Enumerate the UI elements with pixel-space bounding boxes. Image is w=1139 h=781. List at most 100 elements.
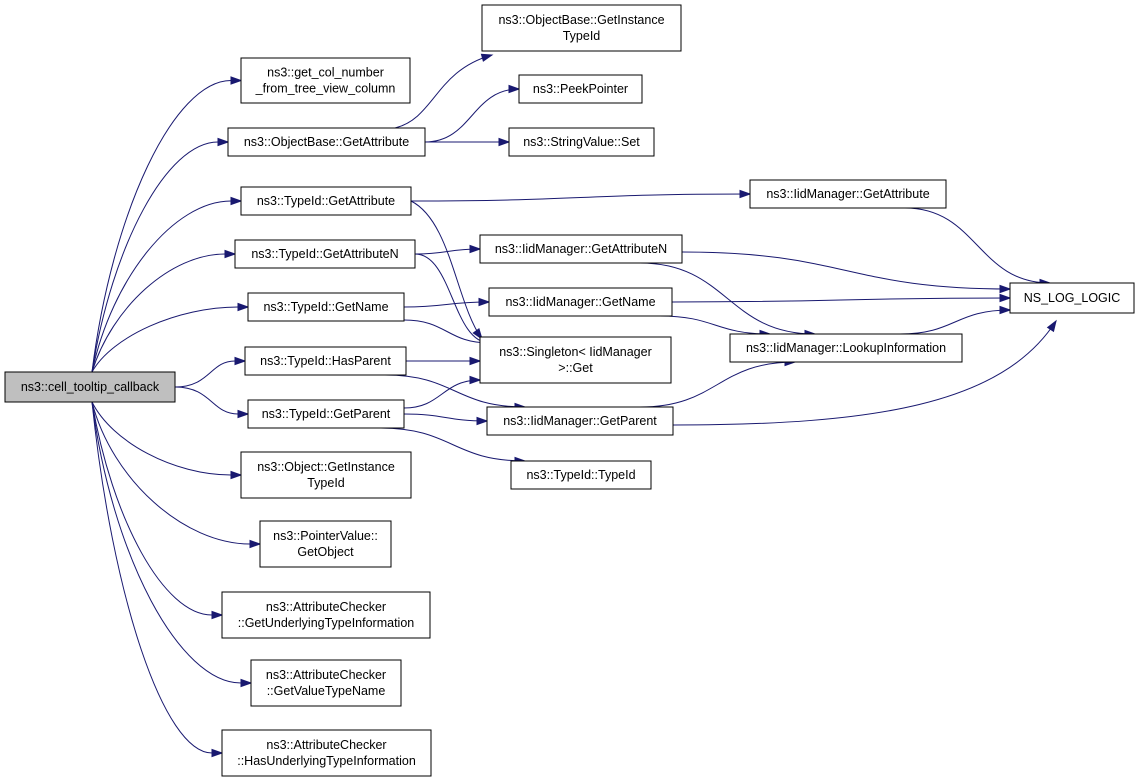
node-box: [247, 292, 405, 322]
arrow-head: [230, 76, 243, 85]
node-box: [227, 127, 426, 157]
node-box: [479, 336, 672, 384]
edge-cell_tooltip_callback-to-typeid_getattributen: [91, 249, 237, 373]
edge-line: [91, 401, 232, 476]
edge-line: [424, 88, 520, 143]
arrow-head: [469, 244, 482, 254]
edge-line: [384, 374, 526, 408]
node-label: ns3::IidManager::GetAttributeN: [495, 242, 667, 256]
arrow-head: [999, 293, 1012, 303]
node-checker-getunderlying[interactable]: ns3::AttributeChecker::GetUnderlyingType…: [221, 591, 431, 639]
node-box: [240, 186, 412, 216]
edge-line: [403, 301, 490, 308]
arrow-head: [249, 539, 262, 549]
arrow-head: [472, 328, 483, 341]
edge-line: [403, 379, 481, 409]
node-cell-tooltip-callback[interactable]: ns3::cell_tooltip_callback: [4, 371, 176, 403]
edge-typeid_getattributen-to-iid_getattributen: [414, 244, 482, 255]
node-iid-lookupinformation[interactable]: ns3::IidManager::LookupInformation: [729, 333, 963, 363]
node-label: ::HasUnderlyingTypeInformation: [237, 754, 416, 768]
edge-iid_getattribute-to-ns_log_logic: [904, 207, 1052, 288]
node-typeid-getname[interactable]: ns3::TypeId::GetName: [247, 292, 405, 322]
node-iid-getparent[interactable]: ns3::IidManager::GetParent: [486, 406, 674, 436]
node-typeid-getattributen[interactable]: ns3::TypeId::GetAttributeN: [234, 239, 416, 269]
node-box: [1009, 282, 1135, 314]
node-singleton-get[interactable]: ns3::Singleton< IidManager>::Get: [479, 336, 672, 384]
node-objbase-getattribute[interactable]: ns3::ObjectBase::GetAttribute: [227, 127, 426, 157]
node-box: [240, 451, 412, 499]
node-iid-getattributen[interactable]: ns3::IidManager::GetAttributeN: [479, 234, 683, 264]
edge-line: [91, 80, 232, 373]
node-box: [481, 4, 682, 52]
node-typeid-getparent[interactable]: ns3::TypeId::GetParent: [247, 399, 405, 429]
node-label: ns3::AttributeChecker: [266, 738, 386, 752]
arrow-head: [237, 409, 250, 419]
node-ns-log-logic[interactable]: NS_LOG_LOGIC: [1009, 282, 1135, 314]
node-label: ns3::TypeId::GetName: [263, 300, 388, 314]
node-label: ::GetUnderlyingTypeInformation: [238, 616, 415, 630]
node-label: ns3::IidManager::LookupInformation: [746, 341, 946, 355]
edge-line: [174, 386, 239, 415]
edge-objbase_getattribute-to-peekpointer: [424, 84, 521, 143]
node-box: [234, 239, 416, 269]
arrow-head: [217, 137, 230, 147]
node-checker-hasunderlying[interactable]: ns3::AttributeChecker::HasUnderlyingType…: [221, 729, 432, 777]
edge-iid_lookupinformation-to-ns_log_logic: [899, 305, 1012, 335]
node-box: [518, 74, 643, 104]
node-box: [508, 127, 655, 157]
node-box: [221, 729, 432, 777]
node-box: [250, 659, 402, 707]
arrow-head: [508, 84, 521, 94]
node-peekpointer[interactable]: ns3::PeekPointer: [518, 74, 643, 104]
edge-line: [410, 200, 483, 340]
edge-line: [681, 251, 1011, 290]
node-label: ns3::Object::GetInstance: [257, 460, 395, 474]
edge-cell_tooltip_callback-to-objbase_getattribute: [91, 137, 230, 373]
edge-cell_tooltip_callback-to-object_getinstancetypeid: [91, 401, 243, 480]
edge-line: [394, 54, 493, 129]
edge-cell_tooltip_callback-to-checker_getunderlying: [91, 401, 224, 620]
node-typeid-typeid[interactable]: ns3::TypeId::TypeId: [510, 460, 652, 490]
node-typeid-getattribute[interactable]: ns3::TypeId::GetAttribute: [240, 186, 412, 216]
edge-cell_tooltip_callback-to-typeid_getname: [91, 302, 250, 373]
edge-line: [410, 193, 751, 202]
node-label: ns3::Singleton< IidManager: [499, 345, 652, 359]
edge-line: [174, 360, 236, 388]
edge-line: [91, 253, 226, 373]
node-label: ::GetValueTypeName: [267, 684, 386, 698]
arrow-head: [211, 610, 224, 620]
edge-line: [403, 413, 488, 422]
node-label: ns3::AttributeChecker: [266, 668, 386, 682]
node-label: TypeId: [307, 476, 345, 490]
edge-line: [639, 262, 816, 335]
node-label: NS_LOG_LOGIC: [1024, 291, 1121, 305]
node-box: [749, 179, 947, 209]
node-label: ns3::TypeId::GetAttribute: [257, 194, 395, 208]
edge-objbase_getattribute-to-stringvalue_set: [425, 137, 511, 147]
edge-typeid_hasparent-to-singleton_get: [406, 356, 482, 366]
node-checker-getvaluetypename[interactable]: ns3::AttributeChecker::GetValueTypeName: [250, 659, 402, 707]
node-stringvalue-set[interactable]: ns3::StringValue::Set: [508, 127, 655, 157]
node-get-col-number[interactable]: ns3::get_col_number_from_tree_view_colum…: [240, 57, 411, 104]
node-box: [259, 520, 392, 568]
node-label: ns3::IidManager::GetName: [505, 295, 655, 309]
edge-cell_tooltip_callback-to-pointervalue_getobject: [91, 401, 262, 549]
node-box: [486, 406, 674, 436]
node-pointervalue-getobject[interactable]: ns3::PointerValue::GetObject: [259, 520, 392, 568]
node-iid-getname[interactable]: ns3::IidManager::GetName: [488, 287, 673, 317]
edge-cell_tooltip_callback-to-checker_getvaluetypename: [91, 401, 253, 688]
edge-line: [671, 297, 1011, 303]
node-label: ns3::PointerValue::: [273, 529, 378, 543]
edge-line: [639, 361, 796, 408]
node-typeid-hasparent[interactable]: ns3::TypeId::HasParent: [244, 346, 407, 376]
edge-line: [403, 319, 491, 344]
edge-line: [899, 309, 1011, 335]
edge-typeid_getparent-to-iid_getparent: [403, 413, 489, 426]
node-label: ns3::ObjectBase::GetAttribute: [244, 135, 409, 149]
node-label: ns3::AttributeChecker: [266, 600, 386, 614]
node-label: TypeId: [563, 29, 601, 43]
node-iid-getattribute[interactable]: ns3::IidManager::GetAttribute: [749, 179, 947, 209]
arrow-head: [240, 678, 253, 688]
